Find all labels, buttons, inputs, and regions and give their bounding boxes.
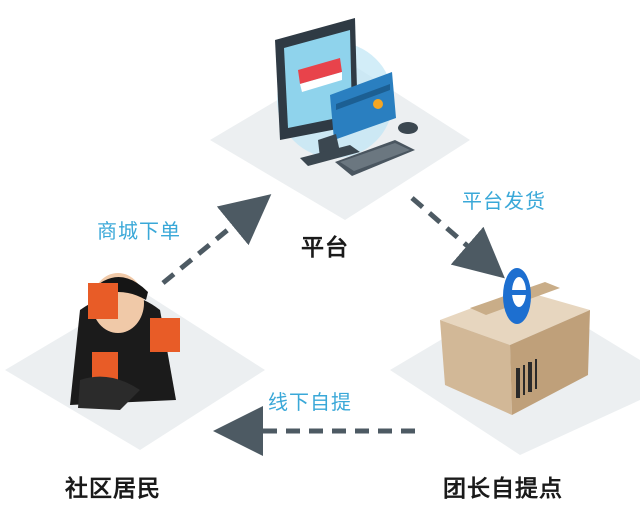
edge-label-pickup: 线下自提 — [268, 390, 352, 414]
edge-label-order: 商城下单 — [97, 219, 181, 243]
node-label-team-leader: 团长自提点 — [443, 476, 563, 502]
arrow-order — [161, 194, 272, 285]
arrow-ship — [410, 196, 505, 279]
parcel-box-icon — [440, 268, 590, 415]
computer-icon — [275, 18, 418, 176]
barcode-icon — [516, 359, 537, 398]
node-label-residents: 社区居民 — [65, 476, 161, 502]
node-label-platform: 平台 — [301, 235, 349, 261]
residents-icon — [70, 273, 180, 410]
edge-label-ship: 平台发货 — [462, 189, 546, 213]
e-logo-icon — [503, 268, 531, 324]
